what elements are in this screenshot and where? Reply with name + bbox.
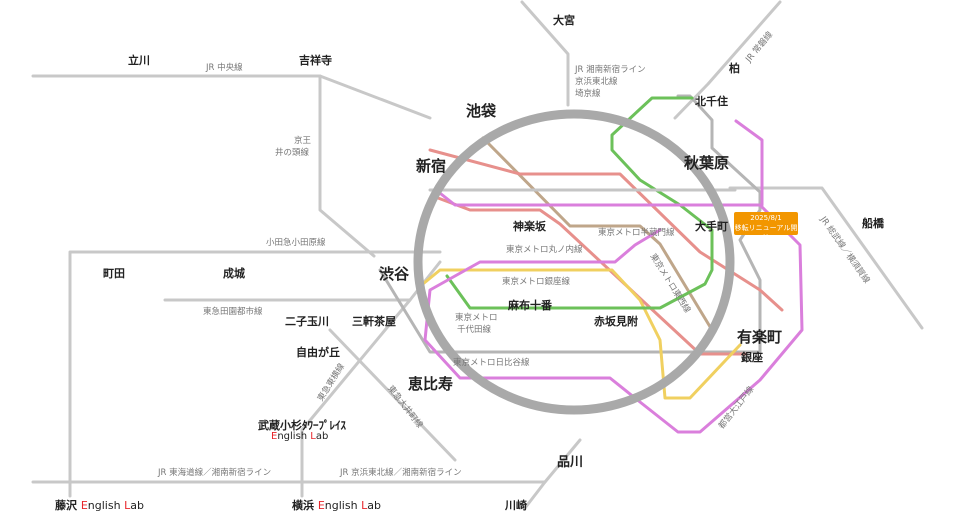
label-keihin: JR 京浜東北線／湘南新宿ライン bbox=[340, 468, 462, 478]
station-shibuya[interactable]: 渋谷 bbox=[379, 265, 410, 283]
station-kitasenju[interactable]: 北千住 bbox=[695, 95, 728, 108]
station-kichijoji[interactable]: 吉祥寺 bbox=[299, 54, 332, 67]
jr-chuo-line bbox=[31, 74, 432, 120]
label-chiyoda-2: 千代田線 bbox=[457, 325, 492, 335]
chiyoda-line bbox=[445, 96, 714, 310]
label-keio-2: 井の頭線 bbox=[275, 148, 310, 158]
musashikosugi-english-lab[interactable]: English Lab bbox=[271, 431, 329, 442]
relocation-badge[interactable]: 2025/8/1 移転リニューアル開校 bbox=[734, 212, 798, 242]
station-ginza[interactable]: 銀座 bbox=[741, 351, 763, 364]
station-kagurazaka[interactable]: 神楽坂 bbox=[513, 220, 546, 233]
station-yokohama[interactable]: 横浜 English Lab bbox=[292, 499, 381, 512]
station-akihabara[interactable]: 秋葉原 bbox=[684, 154, 730, 172]
oimachi-line bbox=[328, 328, 457, 462]
label-hanzomon: 東京メトロ半蔵門線 bbox=[598, 228, 675, 238]
label-hibiya: 東京メトロ日比谷線 bbox=[453, 358, 530, 368]
marunouchi-line bbox=[428, 148, 784, 312]
toyoko-line bbox=[300, 298, 412, 498]
fujisawa-english-lab: English Lab bbox=[80, 499, 144, 512]
label-jr-shonan-1: JR 湘南新宿ライン bbox=[575, 65, 646, 75]
badge-date: 2025/8/1 bbox=[750, 214, 782, 222]
label-marunouchi: 東京メトロ丸ノ内線 bbox=[506, 245, 583, 255]
station-ebisu[interactable]: 恵比寿 bbox=[408, 375, 454, 393]
marunouchi-branch bbox=[436, 196, 747, 356]
label-jr-shonan-2: 京浜東北線 bbox=[575, 77, 618, 87]
label-odakyu: 小田急小田原線 bbox=[266, 238, 326, 248]
label-tokaido: JR 東海道線／湘南新宿ライン bbox=[158, 468, 272, 478]
label-chiyoda-1: 東京メトロ bbox=[455, 313, 498, 323]
keio-inokashira-line bbox=[318, 74, 376, 258]
label-jr-chuo: JR 中央線 bbox=[206, 63, 243, 73]
label-jr-shonan-3: 埼京線 bbox=[575, 89, 601, 99]
station-seijo[interactable]: 成城 bbox=[223, 267, 245, 280]
station-jiyugaoka[interactable]: 自由が丘 bbox=[296, 346, 340, 359]
station-omiya[interactable]: 大宮 bbox=[553, 14, 575, 27]
yokohama-english-lab: English Lab bbox=[317, 499, 381, 512]
station-yurakucho[interactable]: 有楽町 bbox=[737, 328, 783, 346]
station-machida[interactable]: 町田 bbox=[103, 267, 125, 280]
label-keio-1: 京王 bbox=[294, 136, 312, 146]
station-azabujuban[interactable]: 麻布十番 bbox=[508, 299, 552, 312]
station-futakotamagawa[interactable]: 二子玉川 bbox=[285, 315, 329, 328]
badge-text: 移転リニューアル開校 bbox=[734, 224, 798, 242]
station-sangenjaya[interactable]: 三軒茶屋 bbox=[352, 315, 396, 328]
to-kawasaki-line bbox=[523, 480, 547, 510]
oedo-line-north bbox=[734, 119, 764, 207]
station-shinagawa[interactable]: 品川 bbox=[557, 455, 584, 470]
odakyu-line bbox=[68, 250, 442, 498]
station-kashiwa[interactable]: 柏 bbox=[729, 62, 740, 75]
jr-saikyo-line bbox=[520, 0, 570, 107]
label-ginza: 東京メトロ銀座線 bbox=[502, 277, 571, 287]
jr-joban-line bbox=[673, 0, 782, 120]
station-akasakamitsuke[interactable]: 赤坂見附 bbox=[594, 315, 638, 328]
station-musashikosugi[interactable]: 武蔵小杉ﾀﾜｰﾌﾟﾚｲｽ bbox=[258, 419, 346, 432]
station-fujisawa[interactable]: 藤沢 English Lab bbox=[55, 499, 144, 512]
label-denentoshi: 東急田園都市線 bbox=[203, 307, 263, 317]
station-ikebukuro[interactable]: 池袋 bbox=[466, 102, 497, 120]
hibiya-line bbox=[378, 94, 762, 354]
tokaido-line bbox=[31, 438, 582, 484]
station-shinjuku[interactable]: 新宿 bbox=[416, 157, 447, 175]
station-kawasaki[interactable]: 川崎 bbox=[505, 499, 527, 512]
yamanote-line bbox=[413, 109, 735, 415]
station-tachikawa[interactable]: 立川 bbox=[128, 54, 150, 67]
station-funabashi[interactable]: 船橋 bbox=[862, 217, 884, 230]
hanzomon-line bbox=[481, 136, 714, 332]
station-otemachi[interactable]: 大手町 bbox=[695, 220, 728, 233]
